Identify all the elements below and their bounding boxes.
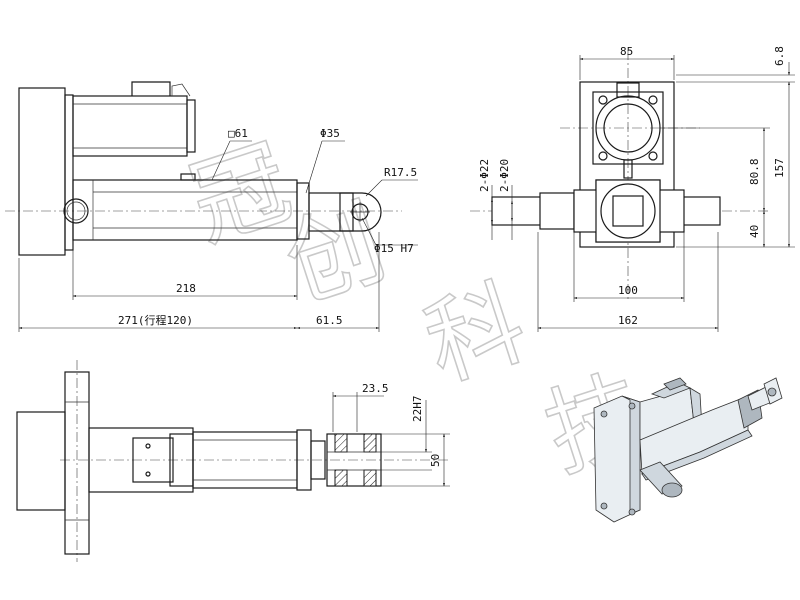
- dim-top-offset-label: 6.8: [773, 46, 786, 66]
- gearbox-flange: [18, 87, 66, 256]
- front-view: □61 Φ35 R17.5 Φ15 H7 218 271(行程120) 61.5: [5, 81, 418, 332]
- dim-body-length-label: 218: [176, 282, 196, 295]
- top-gearbox-flange: [16, 411, 66, 511]
- dim-hole-label: Φ15 H7: [374, 242, 414, 255]
- dim-center-label: 80.8: [748, 159, 761, 186]
- top-rod: [310, 440, 326, 480]
- motor-connector: [131, 81, 171, 96]
- dim-square-label: □61: [228, 127, 248, 140]
- dim-radius-label: R17.5: [384, 166, 417, 179]
- top-view: 23.5 22H7 50: [16, 360, 450, 562]
- dim-clevis-length-label: 61.5: [316, 314, 343, 327]
- dim-clevis-width-label: 50: [429, 454, 442, 467]
- motor-endcap: [186, 99, 196, 153]
- right-shaft: [679, 196, 721, 226]
- motor-body: [72, 95, 188, 157]
- dim-lower-label: 40: [748, 225, 761, 238]
- side-view: 85 6.8 157 80.8 40 2-Φ22 2-Φ20 100 162: [470, 45, 795, 332]
- dim-rod-dia-label: Φ35: [320, 127, 340, 140]
- watermark: 冠 创 科 技: [177, 125, 660, 493]
- dim-shaft-a-label: 2-Φ22: [478, 159, 491, 192]
- dim-total-length-label: 271(行程120): [118, 314, 193, 327]
- top-clevis: [326, 433, 382, 487]
- dim-shaft-b-label: 2-Φ20: [498, 159, 511, 192]
- dim-fit-label: 22H7: [411, 396, 424, 423]
- dim-slot-label: 23.5: [362, 382, 389, 395]
- dim-height-label: 157: [773, 158, 786, 178]
- flange-plate: [64, 94, 74, 251]
- motor-face-circle: [603, 103, 653, 153]
- side-flange-plate: [579, 81, 675, 248]
- isometric-view: [593, 377, 783, 523]
- dim-width-top-label: 85: [620, 45, 633, 58]
- dim-base-label: 100: [618, 284, 638, 297]
- watermark-char-3: 科: [412, 266, 538, 402]
- front-bearing-circle: [63, 198, 89, 224]
- dim-span-label: 162: [618, 314, 638, 327]
